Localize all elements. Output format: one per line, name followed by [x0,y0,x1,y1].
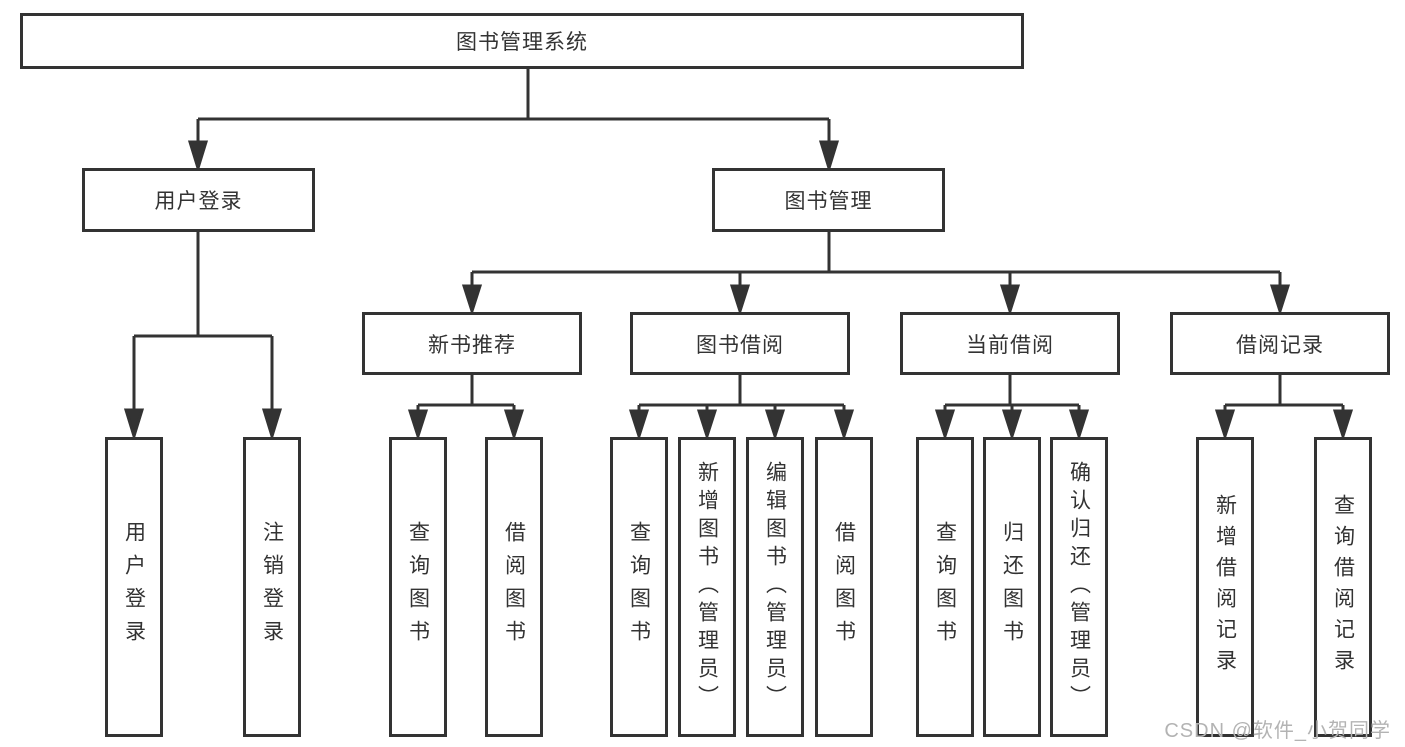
node-label: 新增图书（管理员） [695,461,719,713]
node-new-book-recommend: 新书推荐 [362,312,582,375]
node-label: 当前借阅 [966,333,1054,357]
node-label: 编辑图书（管理员） [763,461,787,713]
node-add-borrow-record: 新增借阅记录 [1196,437,1254,737]
node-current-borrowing: 当前借阅 [900,312,1120,375]
node-label: 注销登录 [260,521,284,653]
node-user-login: 用户登录 [105,437,163,737]
node-library-management-system: 图书管理系统 [20,13,1024,69]
node-label: 新增借阅记录 [1213,494,1237,680]
node-logout: 注销登录 [243,437,301,737]
node-edit-book-admin: 编辑图书（管理员） [746,437,804,737]
node-book-borrowing: 图书借阅 [630,312,850,375]
node-label: 归还图书 [1000,521,1024,653]
node-label: 借阅图书 [832,521,856,653]
node-label: 确认归还（管理员） [1067,461,1091,713]
node-label: 图书管理系统 [456,31,588,54]
node-label: 查询图书 [627,521,651,653]
node-borrow-books: 借阅图书 [815,437,873,737]
node-query-borrow-record: 查询借阅记录 [1314,437,1372,737]
node-return-book: 归还图书 [983,437,1041,737]
node-borrow-books-recommend: 借阅图书 [485,437,543,737]
csdn-watermark: CSDN @软件_小贺同学 [1164,720,1391,742]
node-label: 查询借阅记录 [1331,494,1355,680]
node-query-books-current: 查询图书 [916,437,974,737]
node-label: 用户登录 [154,190,243,213]
node-label: 查询图书 [933,521,957,653]
node-query-books-borrowing: 查询图书 [610,437,668,737]
node-label: 图书借阅 [696,333,784,357]
node-user-login-group: 用户登录 [82,168,315,232]
node-label: 借阅记录 [1236,333,1324,357]
node-label: 借阅图书 [502,521,526,653]
node-book-management: 图书管理 [712,168,945,232]
node-borrow-records: 借阅记录 [1170,312,1390,375]
node-label: 图书管理 [784,190,873,213]
node-label: 新书推荐 [428,333,516,357]
connector-book-borrow-to-leaves [628,375,855,441]
connector-user-login-to-leaves [123,232,283,442]
node-confirm-return-admin: 确认归还（管理员） [1050,437,1108,737]
node-add-book-admin: 新增图书（管理员） [678,437,736,737]
connector-current-borrow-to-leaves [934,375,1090,441]
node-label: 查询图书 [406,521,430,653]
node-label: 用户登录 [122,521,146,653]
node-query-books-recommend: 查询图书 [389,437,447,737]
connector-borrow-records-to-leaves [1214,375,1354,441]
connector-new-book-rec-to-leaves [407,375,525,441]
connector-book-mgmt-to-sections [461,232,1291,316]
connector-root-to-level2 [187,69,840,174]
